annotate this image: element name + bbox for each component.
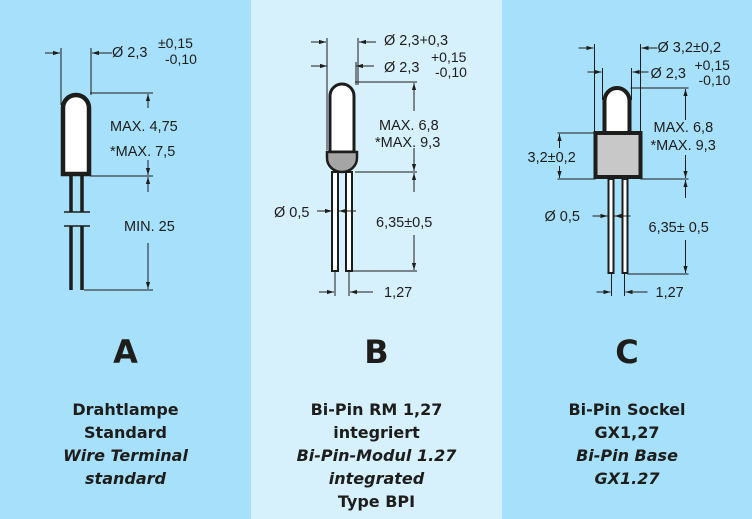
drawing-bi-pin-module: Ø 2,3+0,3 Ø 2,3 +0,15 -0,10 MAX. 6,8 *MA…	[274, 33, 467, 301]
caption-line: Wire Terminal	[63, 446, 188, 465]
caption-line: GX1,27	[594, 423, 660, 442]
variant-caption: Bi-Pin Sockel GX1,27 Bi-Pin Base GX1.27	[502, 398, 752, 490]
dim-lead-length: MIN. 25	[124, 219, 175, 235]
caption-line: Bi-Pin RM 1,27	[310, 400, 443, 419]
panel-a-wire-terminal: Ø 2,3 ±0,15 -0,10 MAX. 4,75 *MAX. 7,5 MI…	[0, 0, 251, 519]
bulb-shape	[602, 86, 632, 135]
dim-diameter-outer: Ø 2,3+0,3	[384, 33, 448, 49]
dim-diameter: Ø 2,3	[384, 60, 419, 76]
caption-line: Bi-Pin-Modul 1.27	[296, 446, 457, 465]
dim-height-max-alt: *MAX. 7,5	[110, 144, 175, 160]
caption-line: integrated	[328, 469, 425, 488]
dim-height-max: MAX. 6,8	[379, 118, 439, 134]
dim-diameter: Ø 2,3	[112, 45, 147, 61]
pin	[607, 178, 615, 274]
dim-tol-plus: +0,15	[695, 57, 731, 73]
pin	[345, 171, 353, 272]
variant-letter: B	[364, 333, 389, 371]
dim-pin-length: 6,35± 0,5	[649, 220, 709, 236]
socket-base	[593, 131, 643, 179]
dim-pin-diameter: Ø 0,5	[545, 209, 580, 225]
caption-line: Bi-Pin Base	[576, 446, 678, 465]
panel-b-bi-pin-integrated: Ø 2,3+0,3 Ø 2,3 +0,15 -0,10 MAX. 6,8 *MA…	[251, 0, 502, 519]
dim-tol-minus: -0,10	[165, 51, 197, 67]
dim-tol-minus: -0,10	[435, 64, 467, 80]
dim-height-max-alt: *MAX. 9,3	[651, 138, 716, 154]
pin	[331, 171, 339, 272]
variant-letter: A	[113, 333, 138, 371]
caption-line: Drahtlampe	[72, 400, 179, 419]
module-base	[325, 150, 359, 174]
variant-caption: Drahtlampe Standard Wire Terminal standa…	[0, 398, 251, 490]
drawing-wire-terminal-lamp: Ø 2,3 ±0,15 -0,10 MAX. 4,75 *MAX. 7,5 MI…	[45, 35, 197, 291]
dim-height-max: MAX. 6,8	[654, 120, 714, 136]
dim-diameter: Ø 2,3	[651, 66, 686, 82]
bulb-shape	[60, 92, 92, 177]
bulb-shape	[328, 82, 356, 154]
caption-line: GX1.27	[594, 469, 660, 488]
drawing-bi-pin-socket: Ø 3,2±0,2 Ø 2,3 +0,15 -0,10 MAX. 6,8 *MA…	[528, 40, 731, 301]
dim-base-diameter: Ø 3,2±0,2	[658, 40, 722, 56]
dim-tol-plus: +0,15	[431, 49, 467, 65]
caption-line: standard	[85, 469, 166, 488]
caption-line: integriert	[333, 423, 420, 442]
dim-pin-pitch: 1,27	[656, 285, 684, 301]
panel-c-bi-pin-base: Ø 3,2±0,2 Ø 2,3 +0,15 -0,10 MAX. 6,8 *MA…	[502, 0, 752, 519]
dim-height-max-alt: *MAX. 9,3	[375, 135, 440, 151]
dim-base-height: 3,2±0,2	[528, 150, 576, 166]
caption-line: Type BPI	[337, 492, 416, 511]
variant-caption: Bi-Pin RM 1,27 integriert Bi-Pin-Modul 1…	[251, 398, 502, 513]
dim-height-max: MAX. 4,75	[110, 119, 178, 135]
dim-pin-diameter: Ø 0,5	[274, 205, 309, 221]
caption-line: Bi-Pin Sockel	[568, 400, 686, 419]
caption-line: Standard	[84, 423, 167, 442]
dim-pin-length: 6,35±0,5	[376, 215, 432, 231]
variant-letter: C	[615, 333, 639, 371]
dim-pin-pitch: 1,27	[384, 285, 412, 301]
dim-tol-plus: ±0,15	[158, 35, 193, 51]
pin	[621, 178, 629, 274]
dim-tol-minus: -0,10	[699, 72, 731, 88]
